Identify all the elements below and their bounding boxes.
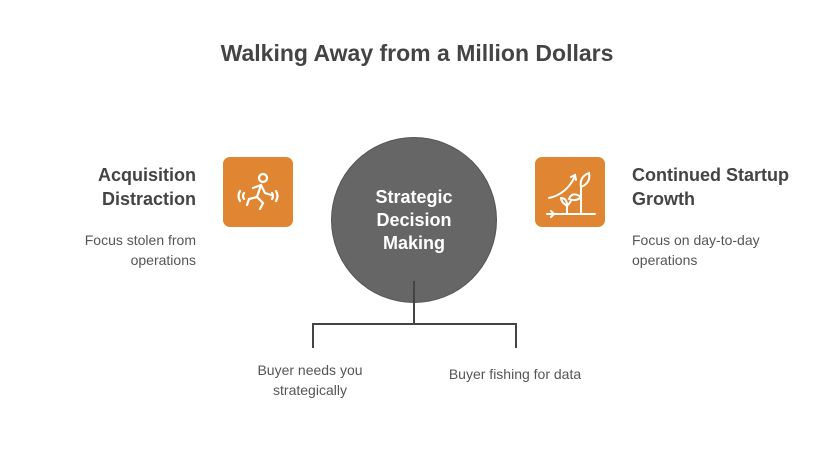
right-icon-box: [535, 157, 605, 227]
center-label: Strategic Decision Making: [375, 186, 453, 253]
running-person-icon: [237, 172, 279, 211]
left-heading: Acquisition Distraction: [98, 165, 196, 209]
branch-label-2: Buyer fishing for data: [448, 366, 582, 382]
right-heading: Continued Startup Growth: [632, 165, 789, 209]
connector-stem: [413, 281, 415, 324]
left-description: Focus stolen from operations: [84, 232, 196, 268]
connector-right: [515, 323, 517, 348]
connector-bar: [312, 323, 517, 325]
right-description: Focus on day-to-day operations: [632, 232, 760, 268]
branch-label-1: Buyer needs you strategically: [257, 362, 363, 398]
left-icon-box: [223, 157, 293, 227]
plant-growth-icon: [546, 171, 596, 218]
connector-left: [312, 323, 314, 348]
diagram-title: Walking Away from a Million Dollars: [220, 40, 614, 66]
center-circle: Strategic Decision Making: [331, 137, 497, 303]
